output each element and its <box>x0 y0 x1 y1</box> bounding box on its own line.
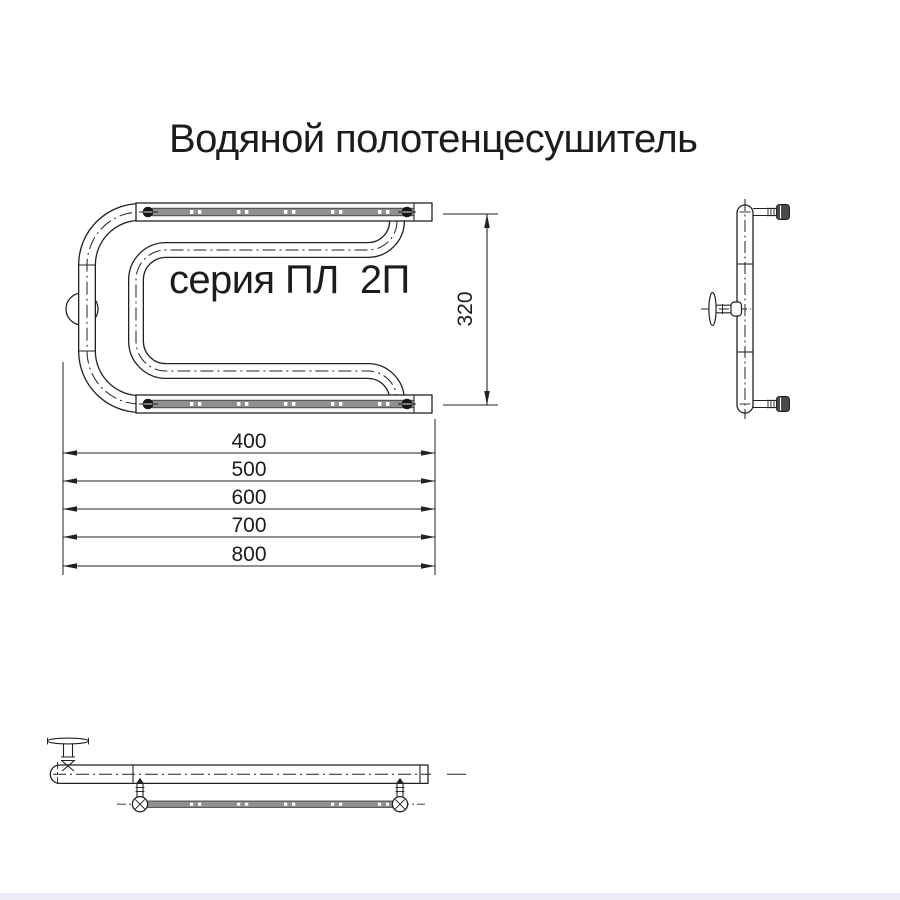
bottom-rail-top-view <box>146 800 395 808</box>
top-rail <box>135 202 433 222</box>
dim-label-width-700: 700 <box>231 514 266 537</box>
dim-label-height: 320 <box>454 291 477 326</box>
bottom-bracket-left <box>131 777 149 813</box>
dim-label-width-800: 800 <box>231 543 266 566</box>
bottom-bracket-right <box>391 777 409 813</box>
footer-strip <box>0 893 900 900</box>
bottom-view <box>46 737 466 813</box>
dim-label-width-600: 600 <box>231 486 266 509</box>
page-title: Водяной полотенцесушитель серия ПЛ 2П <box>169 22 698 398</box>
side-view <box>701 199 790 419</box>
outer-tube <box>78 203 431 413</box>
dim-label-width-400: 400 <box>231 430 266 453</box>
valve-handle-top <box>46 737 90 745</box>
dimension-height: 320 <box>443 213 498 406</box>
bottom-rail-bolts <box>139 398 416 410</box>
dim-label-width-500: 500 <box>231 458 266 481</box>
side-bottom-pin <box>753 396 790 412</box>
dimension-width-lines: 400 500 600 700 800 <box>62 362 436 575</box>
side-valve <box>701 291 751 327</box>
bottom-valve <box>46 737 90 772</box>
title-line-1: Водяной полотенцесушитель <box>169 117 698 161</box>
inner-tube <box>128 220 405 401</box>
title-line-2: серия ПЛ 2П <box>169 258 410 302</box>
front-view <box>65 202 433 414</box>
side-top-pin <box>753 204 790 220</box>
top-rail-bolts <box>139 206 416 218</box>
valve-handle <box>708 291 717 327</box>
bottom-rail <box>135 394 433 414</box>
